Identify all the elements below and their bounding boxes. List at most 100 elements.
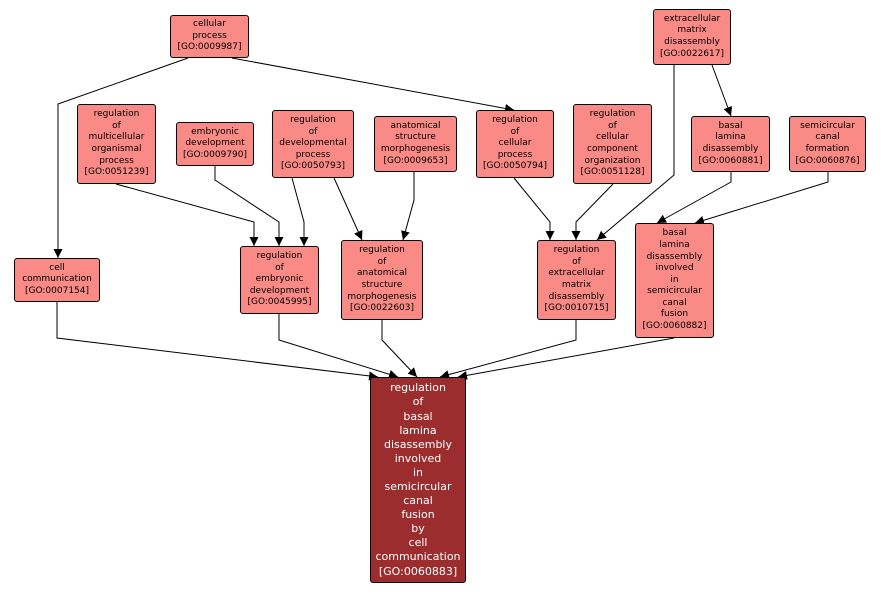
- term-label-line: multicellular: [88, 132, 145, 143]
- term-label-line: in: [670, 274, 679, 285]
- edge-GO0009790-to-GO0045995: [214, 166, 284, 246]
- term-label-line: organization: [584, 155, 641, 166]
- term-label-line: regulation: [390, 381, 446, 395]
- term-label-line: [GO:0045995]: [247, 297, 312, 308]
- term-label-line: [GO:0060876]: [795, 155, 860, 166]
- term-label-line: [GO:0009987]: [177, 42, 242, 53]
- edge-GO0009987-to-GO0050794: [231, 57, 515, 113]
- term-label-line: regulation: [589, 109, 636, 120]
- term-label-line: matrix: [561, 280, 592, 290]
- term-label-line: of: [572, 256, 581, 267]
- term-label-line: development: [185, 138, 245, 149]
- edge-GO0060882-to-GO0060883: [457, 337, 675, 380]
- edge-GO0022617-to-GO0010715: [596, 65, 675, 241]
- term-label-line: semicircular: [800, 120, 855, 131]
- term-label-line: [GO:0007154]: [24, 285, 90, 296]
- term-label-line: cellular: [193, 19, 226, 30]
- term-label-line: communication: [375, 550, 461, 564]
- term-label-line: regulation: [256, 251, 303, 262]
- term-label-line: anatomical: [356, 268, 407, 279]
- term-label-line: of: [308, 126, 318, 137]
- term-label-line: basal: [403, 409, 433, 423]
- term-label-line: semicircular: [647, 286, 702, 297]
- term-label-line: formation: [805, 144, 850, 154]
- term-label-line: [GO:0060883]: [378, 564, 458, 578]
- edge-GO0060876-to-GO0060882: [694, 172, 829, 225]
- term-label-line: [GO:0010715]: [544, 303, 609, 314]
- term-label-line: canal: [403, 494, 433, 508]
- term-label-line: organismal: [91, 144, 142, 154]
- term-label-line: cell: [49, 262, 65, 273]
- term-label-line: cellular: [498, 138, 532, 149]
- term-label-line: process: [192, 30, 227, 41]
- term-label-line: extracellular: [663, 13, 721, 24]
- edge-GO0051239-to-GO0045995: [115, 183, 259, 246]
- term-label-line: disassembly: [646, 251, 703, 262]
- term-label-line: of: [275, 262, 284, 273]
- term-label-line: embryonic: [191, 126, 239, 137]
- edge-GO0050794-to-GO0010715: [513, 177, 555, 240]
- term-label-line: development: [249, 285, 310, 296]
- term-label-line: lamina: [715, 132, 746, 143]
- term-label-line: disassembly: [702, 144, 759, 154]
- term-label-line: canal: [815, 132, 840, 143]
- term-label-line: of: [412, 395, 424, 409]
- term-label-line: regulation: [492, 115, 538, 126]
- term-label-line: extracellular: [548, 268, 605, 279]
- term-label-line: of: [112, 120, 121, 131]
- term-label-line: [GO:0022603]: [349, 303, 415, 314]
- term-label-line: anatomical: [390, 120, 441, 131]
- term-label-line: semicircular: [384, 480, 452, 493]
- term-label-line: component: [587, 144, 638, 154]
- edge-GO0007154-to-GO0060883: [56, 302, 379, 381]
- term-label-line: basal: [718, 120, 743, 131]
- term-label-line: in: [412, 465, 424, 479]
- term-label-line: by: [411, 522, 425, 536]
- edge-GO0022603-to-GO0060883: [381, 320, 418, 378]
- term-label-line: [GO:0050794]: [482, 161, 548, 172]
- term-label-line: communication: [22, 274, 92, 285]
- term-label-line: disassembly: [383, 437, 452, 451]
- term-label-line: fusion: [401, 508, 435, 522]
- edge-GO0050793-to-GO0022603: [333, 177, 363, 241]
- edge-GO0045995-to-GO0060883: [278, 314, 399, 379]
- term-label-line: developmental: [279, 138, 347, 149]
- term-label-line: involved: [655, 263, 694, 274]
- term-label-line: [GO:0060881]: [698, 155, 763, 166]
- term-label-line: [GO:0009653]: [383, 155, 448, 166]
- term-label-line: cell: [408, 536, 428, 550]
- edge-GO0060881-to-GO0060882: [656, 172, 732, 224]
- term-label-line: lamina: [399, 423, 437, 437]
- term-label-line: fusion: [660, 309, 689, 320]
- term-label-line: process: [497, 149, 533, 160]
- edge-GO0009987-to-GO0007154: [53, 57, 189, 258]
- term-label-line: [GO:0050793]: [280, 161, 346, 172]
- term-label-line: regulation: [93, 109, 140, 120]
- term-label-line: [GO:0051239]: [84, 167, 149, 178]
- term-label-line: of: [377, 256, 387, 267]
- term-label-line: regulation: [553, 245, 600, 256]
- term-label-line: [GO:0060882]: [642, 321, 707, 332]
- term-label-line: regulation: [290, 115, 336, 126]
- term-label-line: [GO:0022617]: [659, 48, 725, 59]
- term-label-line: process: [99, 155, 134, 166]
- edge-GO0050793-to-GO0045995: [291, 177, 309, 246]
